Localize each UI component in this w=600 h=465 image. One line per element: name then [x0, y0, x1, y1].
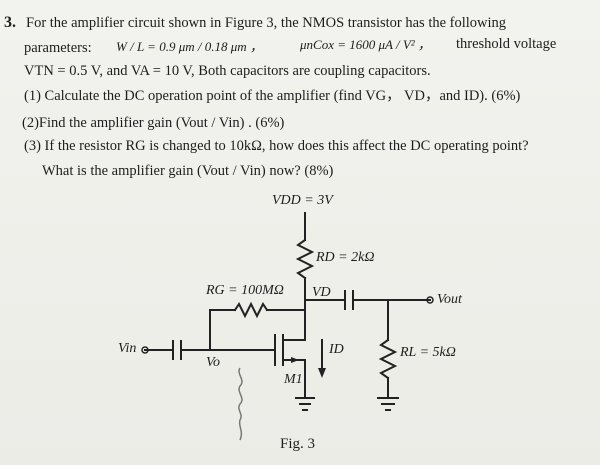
problem-line-3: VTN = 0.5 V, and VA = 10 V, Both capacit…: [24, 63, 431, 79]
m1-label: M1: [284, 372, 303, 387]
problem-line-1: For the amplifier circuit shown in Figur…: [26, 15, 507, 31]
mucox-parameter: μnCox = 1600 μA / V² ，: [300, 37, 431, 52]
figure-caption: Fig. 3: [280, 436, 316, 452]
vdd-label: VDD = 3V: [272, 193, 333, 208]
problem-line-2-suffix: threshold voltage: [456, 36, 557, 52]
vin-label: Vin: [118, 341, 137, 356]
id-label: ID: [329, 342, 344, 357]
rg-label: RG = 100MΩ: [206, 283, 284, 298]
vout-label: Vout: [437, 292, 462, 307]
rd-label: RD = 2kΩ: [316, 250, 375, 265]
problem-number: 3.: [4, 14, 16, 31]
vd-label: VD: [312, 285, 331, 300]
question-2: (2)Find the amplifier gain (Vout / Vin) …: [22, 115, 285, 131]
question-3-line-2: What is the amplifier gain (Vout / Vin) …: [42, 163, 334, 179]
problem-line-2-prefix: parameters:: [24, 40, 92, 56]
rl-label: RL = 5kΩ: [400, 345, 456, 360]
vo-label: Vo: [206, 355, 220, 370]
question-3-line-1: (3) If the resistor RG is changed to 10k…: [24, 138, 529, 154]
wl-parameter: W / L = 0.9 μm / 0.18 μm ，: [116, 39, 263, 54]
question-1: (1) Calculate the DC operation point of …: [24, 88, 521, 104]
